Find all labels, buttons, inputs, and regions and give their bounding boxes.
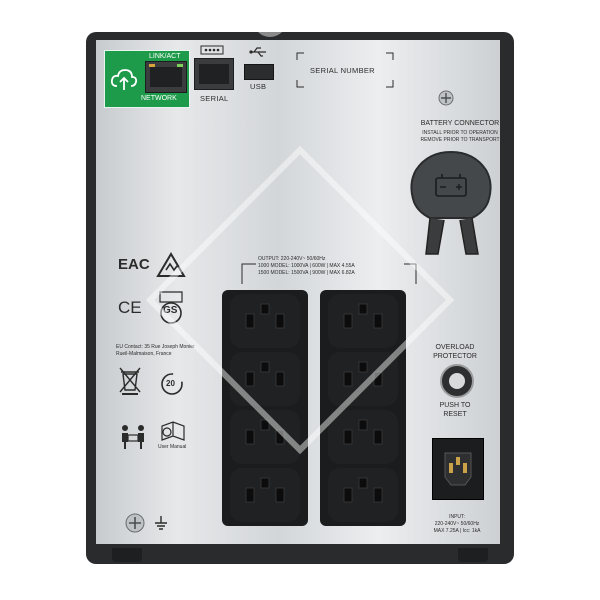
ground-symbol-icon [155,516,167,530]
serial-port-label: SERIAL [200,94,229,103]
output-spec-line2: 1000 MODEL: 1000VA | 600W | MAX 4.55A [258,263,355,269]
ce-mark: CE [118,298,142,317]
outlet[interactable] [230,294,300,348]
serial-number-label: SERIAL NUMBER [310,66,375,75]
recycle-period-number: 20 [166,379,175,388]
input-spec-line3: MAX 7.25A | Icc: 1kA [433,528,481,534]
battery-connector[interactable] [404,148,498,260]
battery-instruction-2: REMOVE PRIOR TO TRANSPORT [420,137,500,143]
eu-contact-line2: Rueil-Malmaison, France [116,351,172,357]
eac-mark: EAC [118,256,150,273]
outlet[interactable] [230,352,300,406]
reset-label-1: PUSH TO [439,402,471,409]
outlet[interactable] [230,468,300,522]
inlet-pins [444,452,472,486]
overload-label-1: OVERLOAD [435,344,475,351]
usb-label: USB [250,82,267,91]
serial-port[interactable] [194,58,234,90]
rcm-mark-icon [156,252,186,277]
cloud-upload-icon [110,69,138,90]
outlet-group-left [222,290,308,526]
outlet[interactable] [328,352,398,406]
ac-input-inlet[interactable] [432,438,484,500]
outlet-pins [245,303,383,503]
eu-contact-line1: EU Contact: 35 Rue Joseph Monier [116,344,195,350]
output-bracket [241,263,417,284]
usb-port[interactable] [244,64,274,80]
reset-label-2: RESET [443,411,467,418]
ups-foot-left [112,548,142,562]
outlet[interactable] [328,468,398,522]
user-manual-icon [161,421,185,441]
network-module: LINK/ACT NETWORK [104,50,190,108]
recycle-period-icon [161,373,183,395]
gs-tuv-mark-icon [159,291,183,324]
outlet[interactable] [328,294,398,348]
outlet[interactable] [328,410,398,464]
serial-port-icon [200,45,224,55]
link-act-label: LINK/ACT [149,53,181,60]
network-label: NETWORK [141,95,177,102]
two-person-lift-icon [122,425,144,449]
overload-reset-button[interactable] [440,364,474,398]
screw-icon [438,90,454,106]
serial-number-frame [296,52,394,88]
output-spec-line1: OUTPUT: 220-240V~ 50/60Hz [258,256,326,262]
ground-screw-icon [125,513,145,533]
battery-connector-title: BATTERY CONNECTOR [420,120,500,127]
ups-foot-right [458,548,488,562]
weee-bin-icon [119,367,141,395]
overload-label-2: PROTECTOR [433,353,477,360]
output-spec-line3: 1500 MODEL: 1500VA | 900W | MAX 6.82A [258,270,355,276]
battery-instruction-1: INSTALL PRIOR TO OPERATION [422,130,498,136]
usb-icon [249,47,266,57]
network-port[interactable] [145,61,187,93]
gs-mark: GS [163,305,178,316]
user-manual-label: User Manual [158,444,187,450]
input-spec-line1: INPUT: [449,514,465,520]
input-spec-line2: 220-240V~ 50/60Hz [434,521,480,527]
outlet[interactable] [230,410,300,464]
